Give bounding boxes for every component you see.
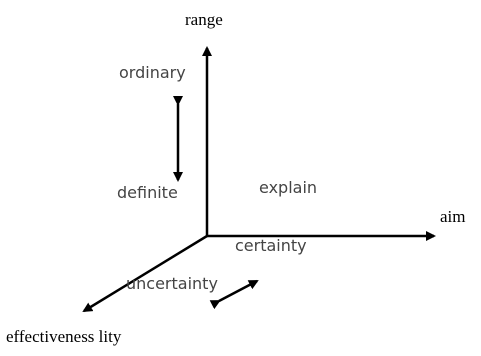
diagonal-axis <box>82 234 208 313</box>
explain-label: explain <box>259 178 317 197</box>
certainty-label: certainty <box>235 236 307 255</box>
aim-axis-label: aim <box>440 207 466 226</box>
ordinary-label: ordinary <box>119 63 186 82</box>
definite-label: definite <box>117 183 178 202</box>
effectiveness-axis-label: effectiveness lity <box>6 327 122 346</box>
uncertainty-double-arrow <box>209 279 259 310</box>
uncertainty-label: uncertainty <box>126 274 218 293</box>
range-axis-label: range <box>185 10 223 29</box>
